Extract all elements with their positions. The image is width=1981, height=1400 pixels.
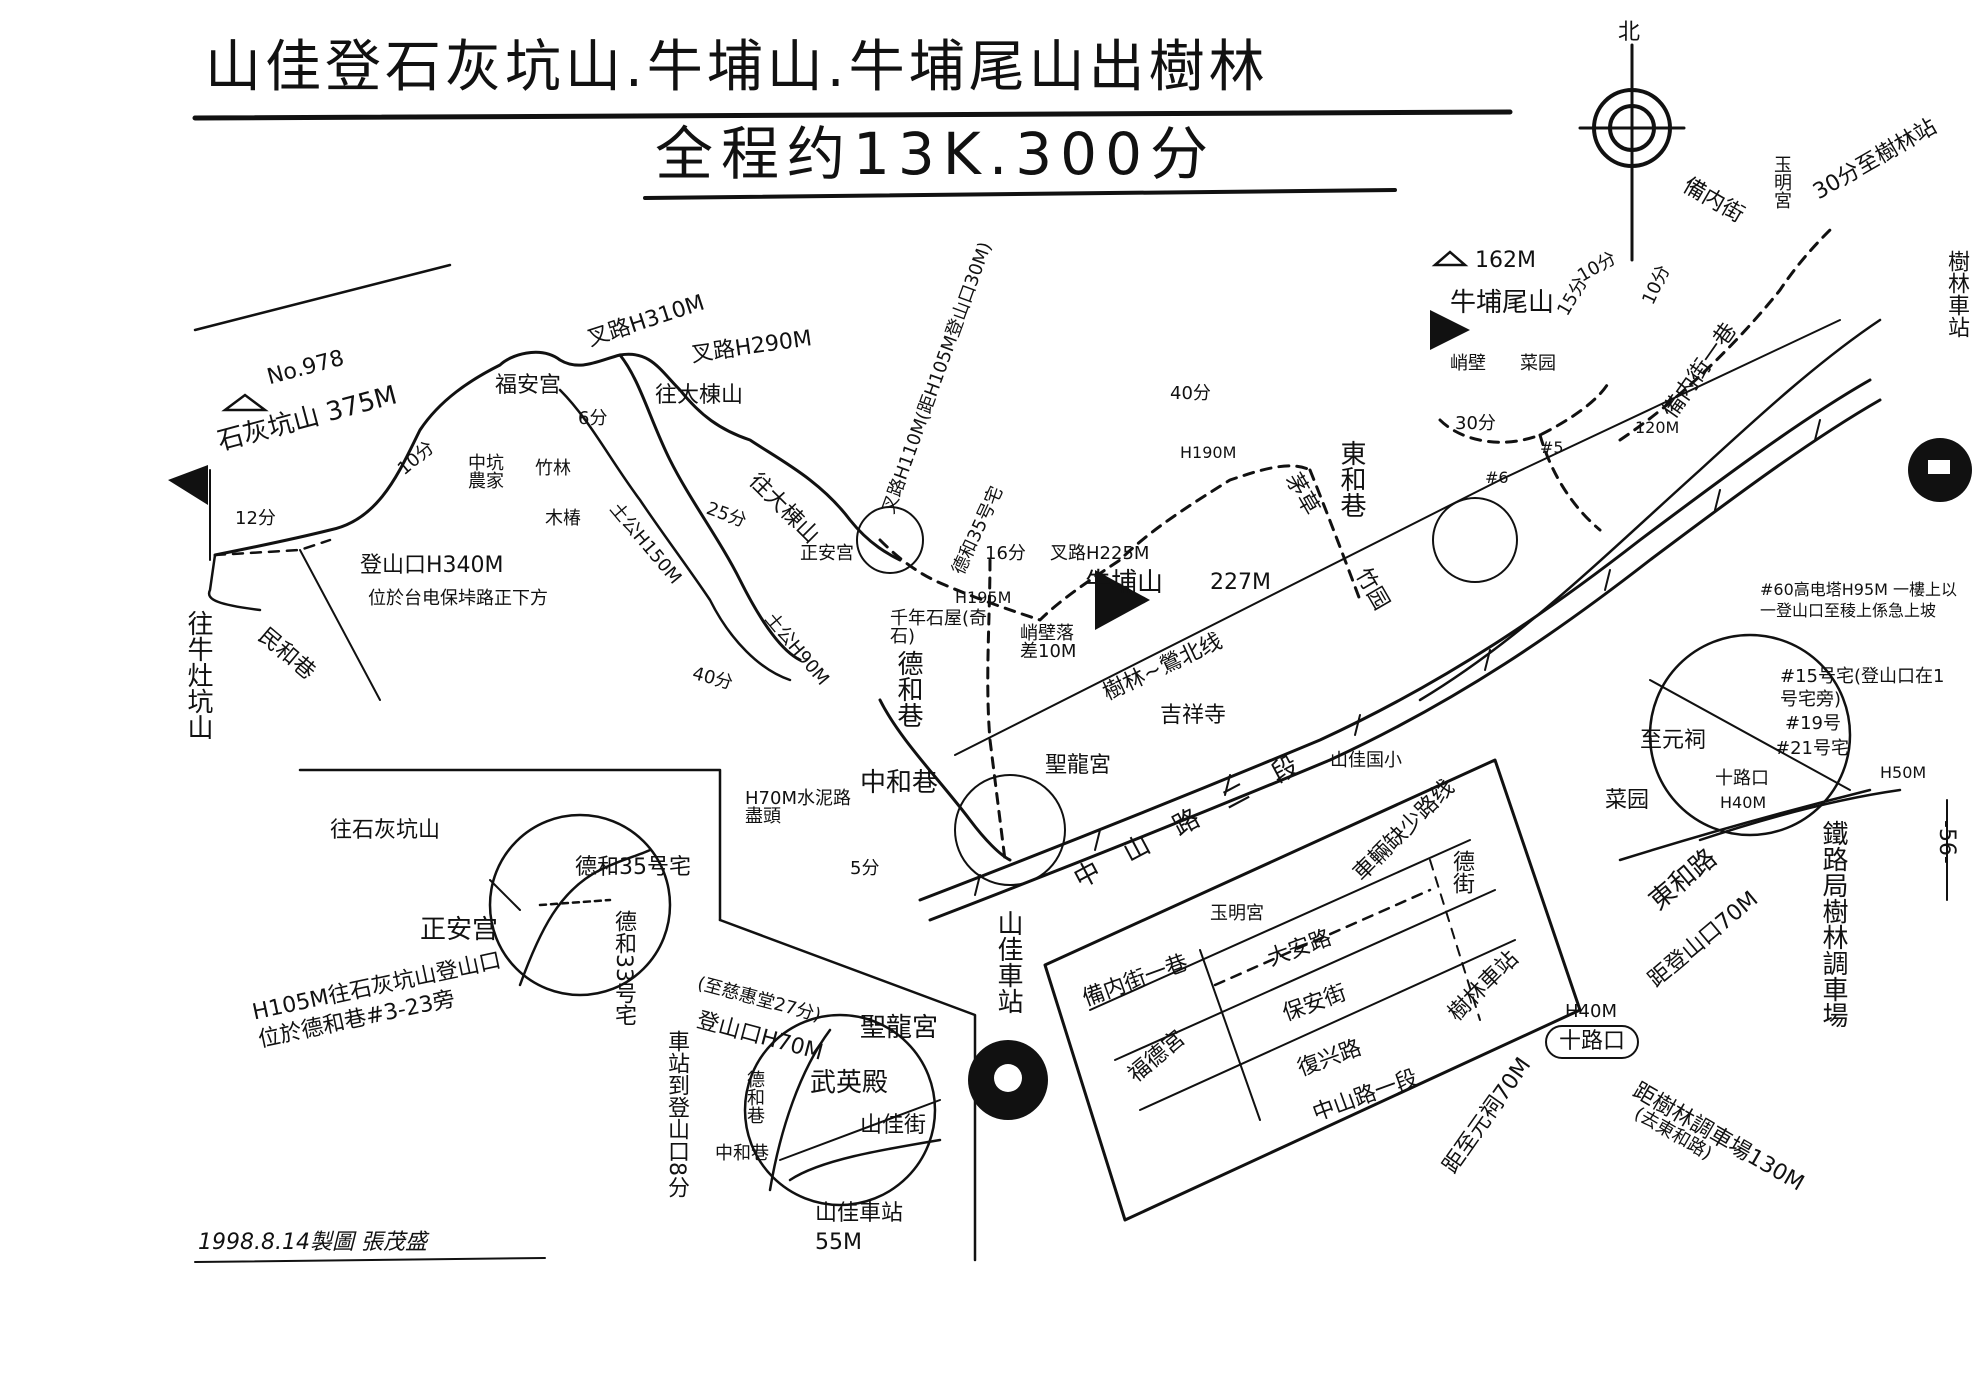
label-time-16: 16分 <box>985 543 1026 564</box>
label-shulin-station: 樹林車站 <box>1944 250 1969 338</box>
peak-flag-niupuwei <box>1430 310 1470 350</box>
label-jixiang: 吉祥寺 <box>1160 703 1227 728</box>
label-to-niuzhao: 往牛灶坑山 <box>183 610 213 740</box>
inset-d-crossroad: 十路口 <box>1715 768 1769 789</box>
north-label: 北 <box>1618 20 1641 45</box>
peak-elev-niupu: 227M <box>1210 570 1271 595</box>
label-time-30a: 30分 <box>1455 413 1496 434</box>
inset-d-h40: H40M <box>1720 793 1767 812</box>
peak-elev-niupuwei: 162M <box>1475 248 1536 273</box>
label-h120: 120M <box>1635 418 1680 437</box>
label-lumber: 木椿 <box>545 508 581 529</box>
inset-d-h50: H50M <box>1880 763 1927 782</box>
inset-c-frame <box>1043 758 1582 1222</box>
inset-b-zhonghe: 中和巷 <box>715 1143 769 1164</box>
inset-a-zhengan: 正安宫 <box>420 915 499 945</box>
peak-name-niupuwei: 牛埔尾山 <box>1450 288 1555 318</box>
label-page-number: -56- <box>1934 820 1959 864</box>
inset-b-to-trailhead: 車站到登山口8分 <box>664 1030 689 1198</box>
label-fuan-temple: 福安宫 <box>495 373 562 398</box>
label-yuming: 玉明宮 <box>1771 155 1792 209</box>
label-shenglong: 聖龍宮 <box>1045 753 1112 778</box>
inset-b-shanjia-st: 山佳街 <box>860 1113 927 1138</box>
inset-d-house15: #15号宅(登山口在1号宅旁) <box>1780 666 1945 711</box>
map-subtitle: 全程约13K.300分 <box>655 120 1216 188</box>
peak-flag-niupu <box>1095 570 1150 630</box>
inset-b-shenglong: 聖龍宮 <box>860 1013 939 1043</box>
inset-d-frame <box>1618 633 1902 862</box>
power-line <box>954 479 1501 756</box>
label-shanjia-school: 山佳国小 <box>1330 750 1402 771</box>
label-trailhead-340: 登山口H340M <box>360 553 504 578</box>
label-time-40a: 40分 <box>1170 383 1211 404</box>
label-h195: H195M <box>955 588 1012 607</box>
label-zhongkeng: 中坑農家 <box>468 453 504 492</box>
label-donghe-lane: 東和巷 <box>1336 440 1366 518</box>
peak-flag-shihuikeng <box>168 465 208 505</box>
inset-a-dehe35: 德和35号宅 <box>575 855 691 880</box>
label-vegetable: 菜园 <box>1520 353 1556 374</box>
label-cement-end: H70M水泥路盡頭 <box>745 788 851 827</box>
main-trail <box>213 350 902 562</box>
inset-b-wuying: 武英殿 <box>810 1068 889 1098</box>
inset-d-crossroad-box: 十路口 <box>1545 1025 1640 1059</box>
inset-d-vegetable: 菜园 <box>1605 788 1650 813</box>
label-trailhead-340-note: 位於台电保垰路正下方 <box>368 588 548 609</box>
label-shanjia-station: 山佳車站 <box>993 910 1023 1014</box>
subtitle-underline <box>643 188 1397 200</box>
label-cliff-2: 峭壁 <box>1450 353 1486 374</box>
label-fork-225: 叉路H225M <box>1050 543 1150 564</box>
label-to-dadongshan-1: 往大棟山 <box>655 383 744 408</box>
label-marker-5: #5 <box>1540 438 1564 457</box>
label-zhengan-temple: 正安宫 <box>800 543 854 564</box>
inset-c-dexian: 德街 <box>1449 850 1474 894</box>
inset-d-house19: #19号 <box>1785 713 1841 734</box>
label-marker-6: #6 <box>1485 468 1509 487</box>
inset-d-rail-dept: 鐵路局樹林調車場 <box>1818 820 1848 1028</box>
inset-a-frame <box>298 768 977 1262</box>
map-title: 山佳登石灰坑山.牛埔山.牛埔尾山出樹林 <box>205 35 1269 100</box>
label-qiannian: 千年石屋(奇石) <box>890 608 988 647</box>
north-compass <box>1578 43 1686 262</box>
label-time-6: 6分 <box>578 408 608 429</box>
label-dehe-lane: 德和巷 <box>893 650 923 728</box>
label-bamboo: 竹林 <box>535 458 571 479</box>
inset-b-station: 山佳車站 55M <box>815 1201 904 1255</box>
label-time-12: 12分 <box>235 508 276 529</box>
inset-c-yuming: 玉明宮 <box>1210 903 1264 924</box>
dashed-trail <box>213 538 332 557</box>
inset-a-to-shihui: 往石灰坑山 <box>330 818 441 843</box>
inset-d-crossroad-h: H40M <box>1565 1001 1617 1022</box>
label-h190: H190M <box>1180 443 1237 462</box>
label-zhonghe-lane: 中和巷 <box>860 768 939 798</box>
railway <box>918 378 1872 902</box>
inset-b-dehe: 德和巷 <box>744 1070 765 1124</box>
inset-d-note-top: #60高电塔H95M 一樓上以一登山口至稜上係急上坡 <box>1760 580 1958 620</box>
inset-d-house21: #21号宅 <box>1775 738 1849 759</box>
title-underline <box>192 109 1513 121</box>
label-cliff: 峭壁落差10M <box>1020 623 1077 662</box>
label-time-5: 5分 <box>850 858 880 879</box>
inset-d-zhiyuan: 至元祠 <box>1640 728 1707 753</box>
inset-b-frame <box>743 1013 942 1207</box>
label-credit: 1998.8.14製圖 張茂盛 <box>198 1230 427 1255</box>
inset-a-dehe33: 德和33号宅 <box>611 910 636 1026</box>
peak-name-niupu: 牛埔山 <box>1085 568 1164 598</box>
